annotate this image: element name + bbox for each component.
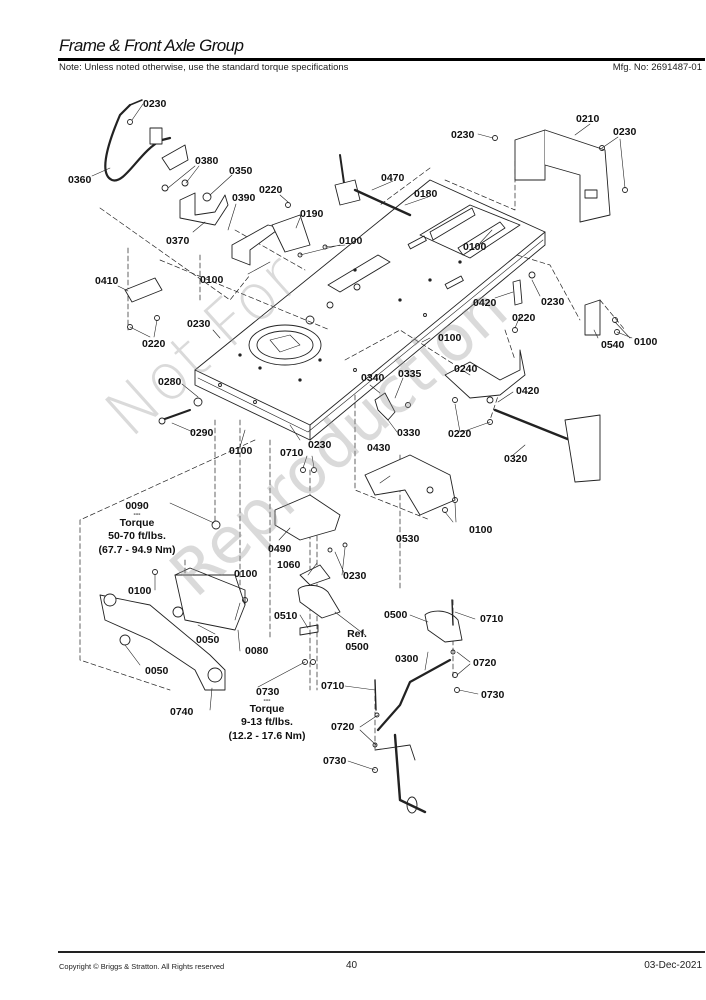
callout-label: 0710 (480, 613, 504, 625)
callout-label: 0720 (473, 657, 497, 669)
document-date: 03-Dec-2021 (644, 960, 702, 971)
mfg-number: Mfg. No: 2691487-01 (612, 62, 702, 73)
callout-label: 0740 (170, 706, 194, 718)
callout-label: 0240 (454, 363, 478, 375)
torque-divider: --- (133, 511, 141, 519)
torque-metric: (67.7 - 94.9 Nm) (98, 543, 176, 556)
callout-label: 0180 (414, 188, 438, 200)
torque-part: 0090 (125, 500, 149, 512)
callout-label: 0220 (259, 184, 283, 196)
callout-label: 0220 (448, 428, 472, 440)
callout-label: 0420 (473, 297, 497, 309)
callout-label: 0370 (166, 235, 190, 247)
callout-label: 0230 (451, 129, 475, 141)
callout-label: 0230 (613, 126, 637, 138)
callout-label: 0190 (300, 208, 324, 220)
torque-label: Torque (249, 703, 285, 716)
callout-label: 0470 (381, 172, 405, 184)
callout-label: 0730 (256, 686, 280, 698)
callout-label: 0530 (396, 533, 420, 545)
callout-label: 0220 (142, 338, 166, 350)
callout-label: 0050 (196, 634, 220, 646)
callout-label: 0350 (229, 165, 253, 177)
footer-rule (58, 951, 705, 953)
callout-label: 0300 (395, 653, 419, 665)
callout-label: 0390 (232, 192, 256, 204)
callout-label: 1060 (277, 559, 301, 571)
page-number: 40 (346, 960, 358, 971)
callout-label: 0100 (234, 568, 258, 580)
torque-metric: (12.2 - 17.6 Nm) (228, 729, 306, 742)
ref-part: 0500 (345, 641, 369, 654)
callout-label: 0730 (481, 689, 505, 701)
callout-label: 0490 (268, 543, 292, 555)
page-title: Frame & Front Axle Group (59, 36, 244, 55)
callout-label: 0100 (339, 235, 363, 247)
callout-label: 0510 (274, 610, 298, 622)
callout-label: 0500 (384, 609, 408, 621)
torque-divider: --- (263, 697, 271, 705)
callout-label: 0100 (229, 445, 253, 457)
callout-label: 0080 (245, 645, 269, 657)
callout-label: 0100 (463, 241, 487, 253)
torque-note-0730: 0730 --- Torque 9-13 ft/lbs. (12.2 - 17.… (228, 686, 305, 743)
callout-label: 0230 (308, 439, 332, 451)
callout-label: 0100 (200, 274, 224, 286)
torque-imperial: 50-70 ft/lbs. (108, 530, 166, 543)
callout-label: 0210 (576, 113, 600, 125)
callout-label: 0380 (195, 155, 219, 167)
ref-label: Ref. (347, 628, 367, 640)
callout-label: 0320 (504, 453, 528, 465)
callout-label: 0335 (398, 368, 422, 380)
callout-label: 0230 (343, 570, 367, 582)
callout-label: 0710 (321, 680, 345, 692)
callout-label: 0410 (95, 275, 119, 287)
callout-label: 0280 (158, 376, 182, 388)
callout-label: 0230 (187, 318, 211, 330)
callout-label: 0100 (469, 524, 493, 536)
torque-note: Note: Unless noted otherwise, use the st… (59, 62, 349, 73)
callout-label: 0220 (512, 312, 536, 324)
callout-label: 0540 (601, 339, 625, 351)
callout-label: 0340 (361, 372, 385, 384)
callout-label: 0720 (331, 721, 355, 733)
callout-label: 0420 (516, 385, 540, 397)
torque-label: Torque (119, 517, 155, 530)
callout-label: 0230 (541, 296, 565, 308)
callout-label: 0330 (397, 427, 421, 439)
ref-callout: Ref. 0500 (345, 628, 368, 654)
callout-label: 0230 (143, 98, 167, 110)
header-rule (58, 58, 705, 61)
torque-note-0090: 0090 --- Torque 50-70 ft/lbs. (67.7 - 94… (98, 500, 175, 557)
callout-label: 0100 (128, 585, 152, 597)
copyright-text: Copyright © Briggs & Stratton. All Right… (59, 962, 225, 971)
callout-label: 0360 (68, 174, 92, 186)
callout-label: 0100 (634, 336, 658, 348)
callout-label: 0730 (323, 755, 347, 767)
frame-part (194, 179, 546, 441)
callout-label: 0710 (280, 447, 304, 459)
callout-label: 0430 (367, 442, 391, 454)
torque-imperial: 9-13 ft/lbs. (241, 716, 293, 729)
callout-label: 0100 (438, 332, 462, 344)
callout-label: 0290 (190, 427, 214, 439)
callout-label: 0050 (145, 665, 169, 677)
